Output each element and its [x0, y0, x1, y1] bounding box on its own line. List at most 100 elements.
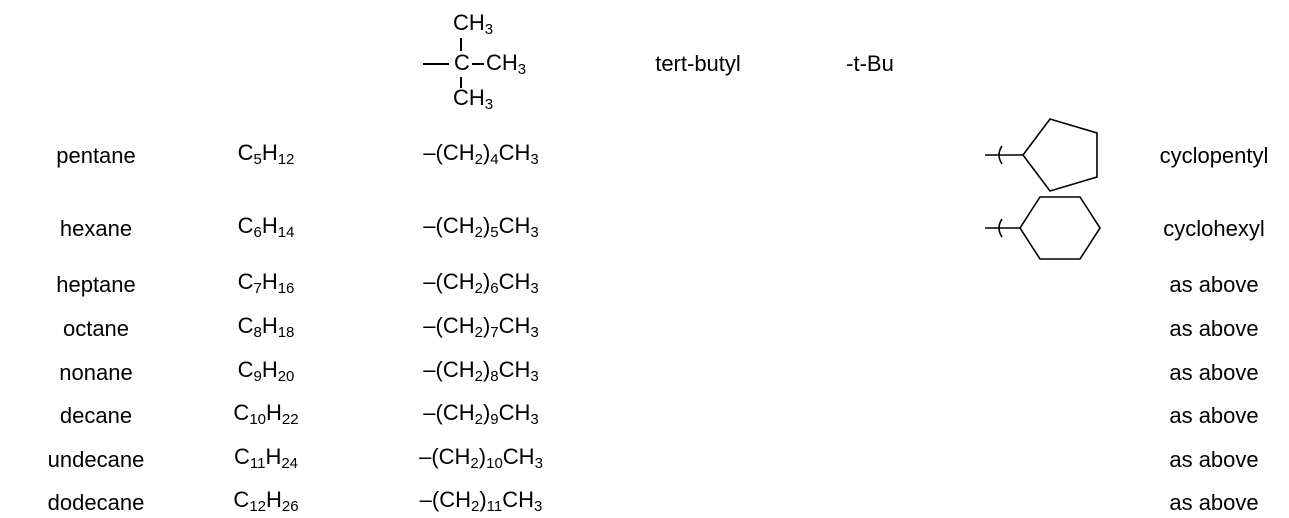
formula-carbon-count: 7 — [253, 280, 262, 297]
substituent-close-paren: ) — [482, 357, 491, 382]
molecular-formula: C10H22 — [233, 400, 298, 428]
formula-carbon-count: 8 — [253, 324, 262, 341]
substituent-close-paren: ) — [478, 444, 487, 469]
alkyl-substituent: –(CH2)8CH3 — [423, 357, 538, 385]
formula-hydrogen-count: 18 — [277, 324, 295, 341]
substituent-terminal: CH — [502, 444, 535, 469]
substituent-repeat-count: 4 — [490, 151, 499, 168]
alkane-name: undecane — [47, 447, 145, 472]
substituent-terminal: CH — [498, 140, 531, 165]
substituent-terminal-sub: 3 — [530, 368, 539, 385]
substituent-repeat-count: 6 — [490, 280, 499, 297]
formula-carbon: C — [237, 269, 254, 294]
alkyl-substituent: –(CH2)11CH3 — [420, 487, 543, 515]
formula-hydrogen: H — [261, 269, 278, 294]
alkane-name: pentane — [56, 143, 136, 168]
formula-carbon-count: 11 — [249, 455, 266, 472]
formula-carbon: C — [237, 357, 254, 382]
tert-butyl-center-carbon: C — [454, 50, 470, 75]
molecular-formula: C12H26 — [233, 487, 298, 515]
cycloalkyl-name: as above — [1169, 403, 1259, 428]
substituent-terminal-sub: 3 — [530, 324, 539, 341]
alkane-name: heptane — [56, 272, 136, 297]
substituent-prefix-sub: 2 — [474, 224, 483, 241]
formula-hydrogen-count: 16 — [277, 280, 295, 297]
alkane-name: hexane — [59, 216, 133, 241]
substituent-prefix: –(CH — [423, 400, 475, 425]
formula-hydrogen: H — [261, 140, 278, 165]
formula-carbon-count: 6 — [253, 224, 262, 241]
substituent-prefix-sub: 2 — [474, 151, 483, 168]
substituent-terminal: CH — [498, 400, 531, 425]
tert-butyl-abbreviation: -t-Bu — [846, 51, 894, 76]
substituent-prefix-sub: 2 — [470, 498, 480, 515]
substituent-close-paren: ) — [482, 269, 491, 294]
substituent-prefix-sub: 2 — [474, 368, 483, 385]
substituent-prefix: –(CH — [423, 313, 475, 338]
formula-hydrogen: H — [261, 357, 278, 382]
formula-carbon: C — [233, 400, 250, 425]
substituent-close-paren: ) — [482, 400, 491, 425]
substituent-repeat-count: 9 — [490, 411, 499, 428]
alkyl-substituent: –(CH2)4CH3 — [423, 140, 538, 168]
molecular-formula: C8H18 — [238, 315, 295, 341]
substituent-prefix: –(CH — [423, 213, 475, 238]
formula-hydrogen-count: 20 — [277, 368, 295, 385]
formula-hydrogen: H — [265, 444, 282, 469]
cycloalkyl-name: as above — [1169, 316, 1259, 341]
cycloalkyl-name: cyclopentyl — [1159, 143, 1269, 168]
cycloalkyl-name: as above — [1169, 360, 1259, 385]
tert-butyl-bottom-group: CH3 — [453, 85, 494, 113]
substituent-terminal-sub: 3 — [530, 411, 539, 428]
substituent-terminal: CH — [502, 487, 535, 512]
substituent-terminal-sub: 3 — [530, 224, 539, 241]
formula-hydrogen-count: 12 — [277, 151, 295, 168]
formula-carbon-count: 12 — [249, 498, 266, 515]
substituent-close-paren: ) — [479, 487, 487, 512]
formula-carbon: C — [233, 444, 250, 469]
molecular-formula: C5H12 — [238, 140, 295, 168]
alkyl-substituent: –(CH2)5CH3 — [423, 213, 538, 241]
substituent-repeat-count: 5 — [490, 224, 499, 241]
alkyl-substituent: –(CH2)9CH3 — [423, 400, 538, 428]
formula-carbon-count: 9 — [253, 368, 262, 385]
substituent-prefix: –(CH — [423, 357, 475, 382]
formula-carbon-count: 5 — [253, 151, 262, 168]
substituent-prefix-sub: 2 — [470, 455, 479, 472]
alkane-name: nonane — [59, 360, 133, 385]
alkyl-substituent: –(CH2)7CH3 — [423, 313, 538, 341]
substituent-prefix: –(CH — [419, 444, 471, 469]
formula-hydrogen: H — [266, 487, 282, 512]
alkane-name: octane — [62, 316, 130, 341]
substituent-terminal-sub: 3 — [534, 498, 543, 515]
substituent-prefix: –(CH — [423, 140, 475, 165]
substituent-terminal-sub: 3 — [530, 280, 539, 297]
alkane-name: dodecane — [47, 490, 145, 515]
formula-hydrogen-count: 26 — [281, 498, 299, 515]
substituent-close-paren: ) — [482, 140, 491, 165]
substituent-repeat-count: 8 — [490, 368, 499, 385]
formula-hydrogen-count: 24 — [281, 455, 299, 472]
formula-carbon-count: 10 — [249, 411, 266, 428]
substituent-repeat-count: 7 — [490, 324, 499, 341]
cycloalkyl-name: as above — [1169, 490, 1259, 515]
formula-hydrogen: H — [266, 400, 282, 425]
molecular-formula: C7H16 — [237, 269, 295, 297]
substituent-terminal-sub: 3 — [534, 455, 543, 472]
substituent-prefix: –(CH — [423, 269, 475, 294]
cyclopentane-ring-icon — [985, 118, 1098, 192]
substituent-terminal: CH — [498, 213, 531, 238]
substituent-terminal: CH — [498, 313, 531, 338]
tert-butyl-name: tert-butyl — [655, 51, 741, 76]
cycloalkyl-name: as above — [1169, 447, 1259, 472]
molecular-formula: C11H24 — [233, 444, 298, 472]
alkane-name: decane — [59, 403, 133, 428]
tert-butyl-right-group: CH3 — [486, 50, 527, 78]
substituent-terminal: CH — [498, 269, 531, 294]
formula-hydrogen-count: 14 — [277, 224, 295, 241]
molecular-formula: C9H20 — [237, 357, 295, 385]
substituent-prefix-sub: 2 — [474, 411, 483, 428]
formula-carbon: C — [233, 487, 250, 512]
formula-hydrogen-count: 22 — [281, 411, 299, 428]
